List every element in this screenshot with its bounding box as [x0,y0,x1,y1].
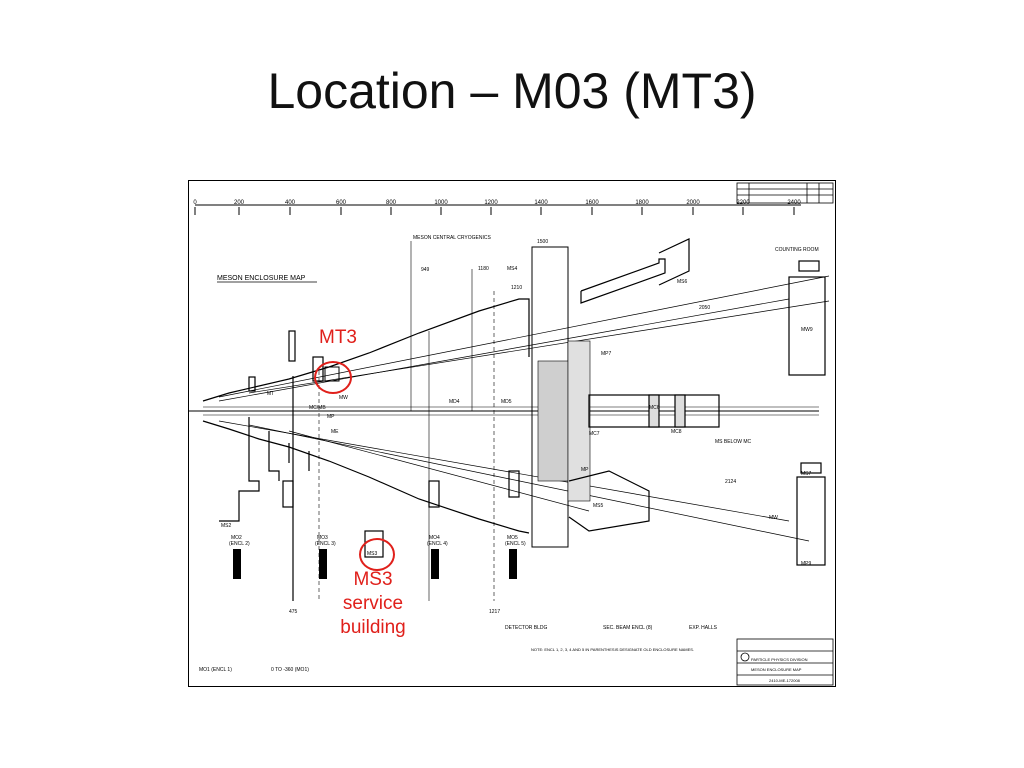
equipment-lists [233,549,517,579]
label-mo4: MO4 [429,535,440,541]
mt3-highlight-circle [314,361,352,394]
label-counting-room: COUNTING ROOM [775,247,819,253]
label-mo5: MO5 [507,535,518,541]
drawing-number: 2410-ME-172008 [769,678,801,683]
label-2124: 2124 [725,479,736,485]
label-mp9: MP9 [801,561,812,567]
label-note: NOTE: ENCL 1, 2, 3, 4 AND 5 IN PARENTHES… [531,647,694,652]
scale-bar [194,204,801,215]
ms3-annotation-line: MS3 [353,569,393,590]
label-ms2: MS2 [221,523,232,529]
label-mw-lower: MW [769,515,778,521]
ms3-annotation: MS3 service building [318,568,428,640]
scale-tick: 1600 [585,200,599,206]
label-encl5: (ENCL 5) [505,541,526,547]
label-exp-halls: EXP. HALLS [689,625,718,631]
label-encl3: (ENCL 3) [315,541,336,547]
label-949: 949 [421,267,430,273]
ms3-annotation-line: building [340,617,406,638]
label-range: 0 TO -360 (MO1) [271,667,309,673]
label-mw: MW [339,395,348,401]
map-title: MESON ENCLOSURE MAP [217,275,306,282]
label-mc-mb: MC/MB [309,405,326,411]
scale-tick: 2000 [686,200,700,206]
scale-tick: 0 [193,200,197,206]
scale-tick: 800 [386,200,397,206]
label-ms5: MS5 [593,503,604,509]
label-ms7-small: MS7 [801,471,812,477]
scale-tick: 200 [234,200,245,206]
label-encl4: (ENCL 4) [427,541,448,547]
scale-tick: 1400 [534,200,548,206]
scale-tick: 1800 [635,200,649,206]
label-detector-bldg: DETECTOR BLDG [505,625,548,631]
label-ms4: MS4 [507,266,518,272]
label-1210: 1210 [511,285,522,291]
beamlines [189,275,830,542]
ms3-highlight-circle [359,538,395,571]
mt3-annotation-label: MT3 [319,327,357,348]
label-md5: MD5 [501,399,512,405]
label-mc6: MC6 [649,405,660,411]
slide-title: Location – M03 (MT3) [267,63,757,119]
scale-tick: 400 [285,200,296,206]
label-mo3: MO3 [317,535,328,541]
label-me: ME [331,429,339,435]
label-mc8: MC8 [671,429,682,435]
enclosure-outline [202,238,826,601]
drawing-svg: 0 200 400 600 800 1000 1200 1400 1600 18… [189,182,834,686]
title-block [736,638,834,686]
ppd-title: PARTICLE PHYSICS DIVISION [751,657,808,662]
label-encl2: (ENCL 2) [229,541,250,547]
label-cryogenics: MESON CENTRAL CRYOGENICS [413,235,491,241]
label-mc7: MC7 [589,431,600,437]
label-mo2: MO2 [231,535,242,541]
label-mp: MP [327,414,335,420]
label-md4: MD4 [449,399,460,405]
label-2050: 2050 [699,305,710,311]
label-ms6: MS6 [677,279,688,285]
label-1217: 1217 [489,609,500,615]
scale-tick: 1200 [484,200,498,206]
meson-enclosure-drawing: 0 200 400 600 800 1000 1200 1400 1600 18… [188,180,836,687]
ppd-subtitle: MESON ENCLOSURE MAP [751,667,802,672]
label-mp-lower: MP [581,467,589,473]
label-1180: 1180 [478,266,489,272]
label-ms-below-mc: MS BELOW MC [715,439,752,445]
label-mp7: MP7 [601,351,612,357]
label-mo1: MO1 (ENCL 1) [199,667,232,673]
label-1500: 1500 [537,239,548,245]
label-475: 475 [289,609,298,615]
label-sec-beam: SEC. BEAM ENCL (8) [603,625,653,631]
scale-tick: 600 [336,200,347,206]
ms3-annotation-line: service [342,593,404,614]
label-mw9: MW9 [801,327,813,333]
scale-tick: 1000 [434,200,448,206]
revision-block [736,182,834,204]
label-mt: MT [267,391,274,397]
drawing-labels: MESON CENTRAL CRYOGENICS 949 1180 MS4 12… [199,235,819,673]
